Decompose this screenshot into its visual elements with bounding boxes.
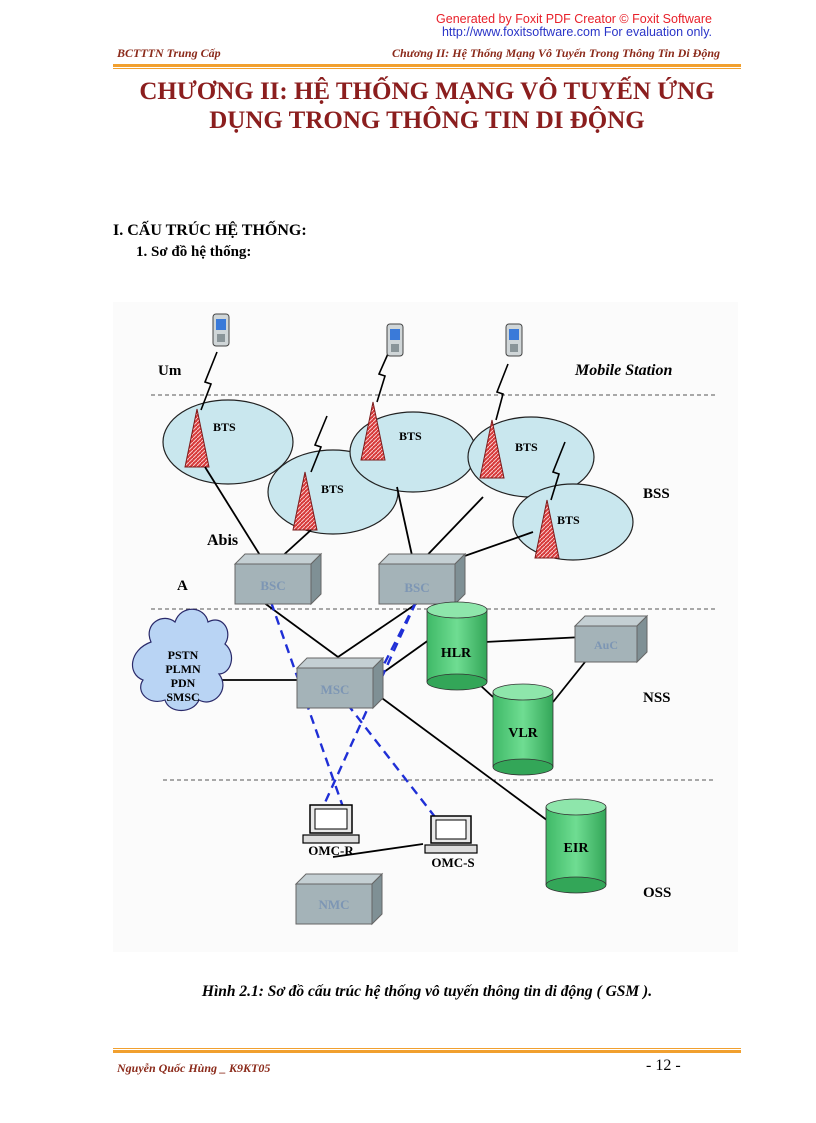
bts-towers (184, 401, 560, 559)
hlr-label: HLR (441, 646, 472, 661)
omc-r-computer-icon (302, 804, 360, 844)
header-right: Chương II: Hệ Thống Mạng Vô Tuyến Trong … (391, 46, 720, 60)
eir (545, 798, 607, 894)
mobile-phone-icon (386, 323, 404, 357)
auc (573, 614, 649, 664)
msc-label: MSC (321, 682, 350, 697)
bts-label: BTS (557, 513, 580, 527)
tower-icon (360, 401, 386, 461)
auc-label: AuC (594, 638, 618, 652)
lightning-icon (376, 346, 392, 403)
external-networks-cloud (131, 608, 233, 712)
external-plmn: PLMN (165, 662, 201, 676)
bsc-label: BSC (260, 578, 285, 593)
external-smsc: SMSC (166, 690, 199, 704)
chapter-title-line-2: DỤNG TRONG THÔNG TIN DI ĐỘNG (209, 107, 645, 134)
footer-author: Nguyễn Quốc Hùng _ K9KT05 (117, 1061, 271, 1075)
label-abis: Abis (207, 532, 238, 549)
vlr-label: VLR (508, 726, 538, 741)
label-um: Um (158, 363, 182, 379)
nmc (294, 872, 384, 926)
label-a: A (177, 578, 188, 594)
tower-icon (534, 499, 560, 559)
hlr (426, 601, 488, 691)
watermark-line-2: http://www.foxitsoftware.com For evaluat… (441, 25, 712, 39)
bts-label: BTS (321, 482, 344, 496)
label-oss: OSS (643, 885, 671, 901)
nmc-label: NMC (318, 897, 349, 912)
foxit-watermark: Generated by Foxit PDF Creator © Foxit S… (408, 13, 712, 39)
header-left: BCTTTN Trung Cấp (117, 46, 221, 60)
label-mobile-station: Mobile Station (574, 362, 672, 379)
tower-icon (479, 419, 505, 479)
page-number: - 12 - (646, 1057, 681, 1074)
lightning-icon (550, 441, 566, 501)
eir-label: EIR (564, 841, 590, 856)
tower-icon (292, 471, 318, 531)
tower-icon (184, 408, 210, 468)
radio-links (200, 346, 566, 501)
watermark-line-1: Generated by Foxit PDF Creator © Foxit S… (436, 12, 712, 26)
mobile-phone-icon (212, 313, 230, 347)
lightning-icon (310, 415, 328, 473)
lightning-icon (495, 363, 509, 421)
chapter-title-line-1: CHƯƠNG II: HỆ THỐNG MẠNG VÔ TUYẾN ỨNG (139, 78, 715, 105)
omc-r-label: OMC-R (308, 843, 354, 858)
lightning-icon (200, 351, 218, 411)
label-bss: BSS (643, 486, 670, 502)
footer-rule (113, 1050, 741, 1053)
figure-caption: Hình 2.1: Sơ đồ cấu trúc hệ thống vô tuy… (201, 983, 653, 1000)
mobile-phone-icon (505, 323, 523, 357)
vlr (492, 683, 554, 776)
header-rule-thin (113, 68, 741, 69)
bsc-label: BSC (404, 580, 429, 595)
mobile-phones (212, 313, 523, 357)
chapter-title: CHƯƠNG II: HỆ THỐNG MẠNG VÔ TUYẾN ỨNG DỤ… (113, 77, 741, 135)
bts-label: BTS (515, 440, 538, 454)
header-rule (113, 64, 741, 67)
cell-1 (162, 399, 294, 485)
label-nss: NSS (643, 690, 671, 706)
msc (295, 656, 385, 710)
subsection-heading: 1. Sơ đồ hệ thống: (136, 244, 252, 260)
bsc-2 (377, 552, 467, 606)
external-pdn: PDN (171, 676, 196, 690)
omc-s-label: OMC-S (431, 855, 474, 870)
bts-label: BTS (213, 420, 236, 434)
section-heading: I. CẤU TRÚC HỆ THỐNG: (113, 222, 307, 239)
bsc-1 (233, 552, 323, 606)
gsm-architecture-diagram: Um Mobile Station BSS Abis A NSS OSS BTS… (113, 302, 738, 952)
omc-s-computer-icon (424, 815, 478, 854)
bts-label: BTS (399, 429, 422, 443)
external-pstn: PSTN (168, 648, 199, 662)
footer-rule-thin (113, 1048, 741, 1049)
